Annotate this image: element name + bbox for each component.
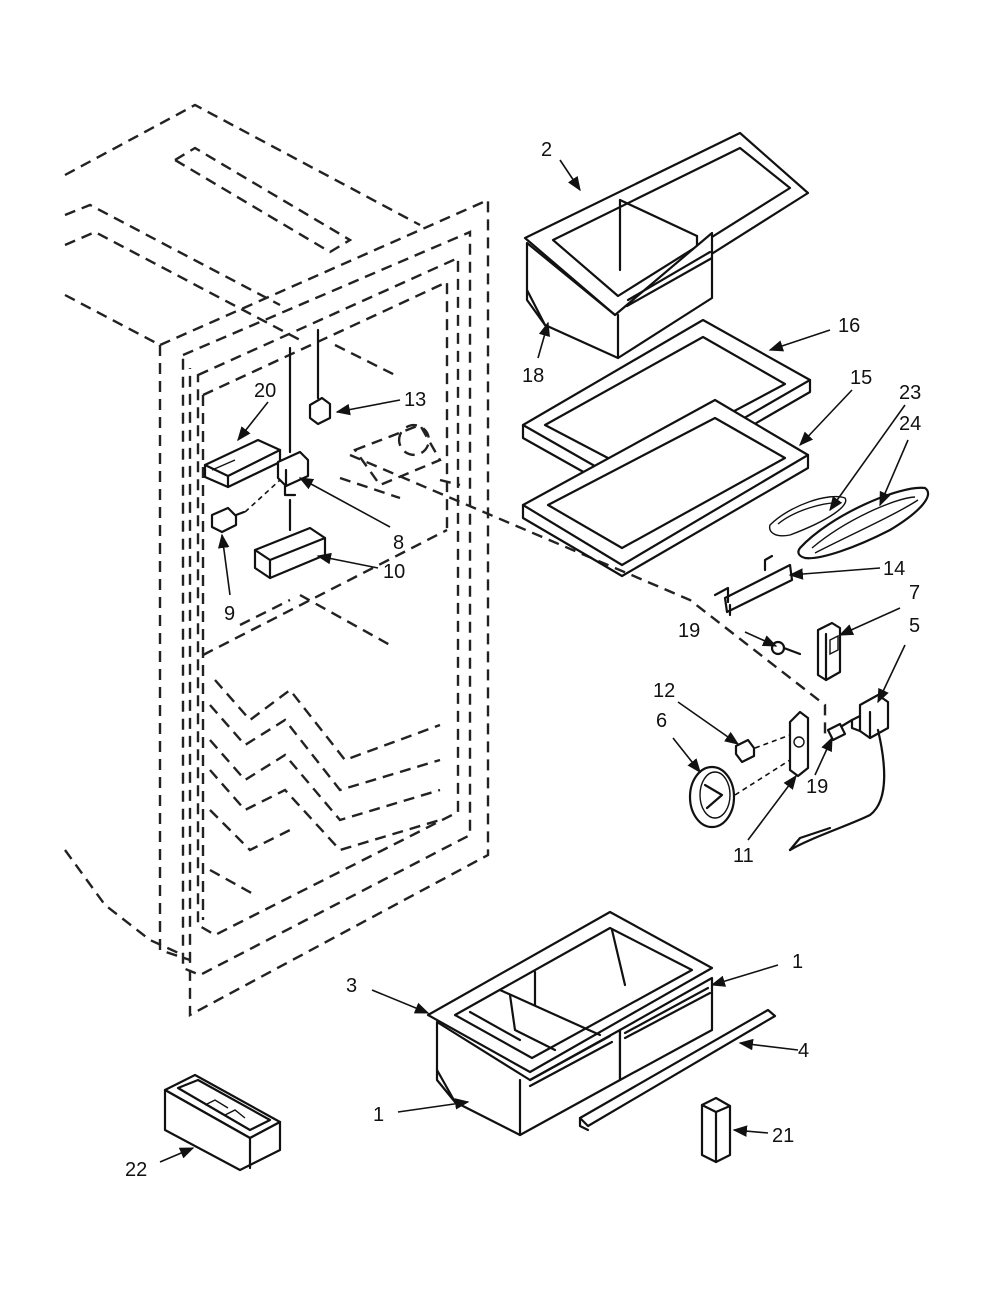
callout-7: 7: [909, 582, 920, 604]
callout-13: 13: [404, 389, 426, 411]
callout-21: 21: [772, 1125, 794, 1147]
crisper-pans-parts-1-3: [426, 910, 714, 1137]
callout-2: 2: [541, 139, 552, 161]
knob-part-6: [688, 759, 791, 829]
block-part-21: [700, 1096, 732, 1164]
callout-8: 8: [393, 532, 404, 554]
mounting-bracket-part-7: [816, 621, 842, 682]
glass-shelves-parts-15-16: [521, 318, 812, 578]
tray-part-22: [163, 1073, 282, 1172]
bracket-part-14: [713, 554, 794, 617]
cabinet-outline: [64, 103, 827, 1018]
upper-pan-part-2: [523, 131, 810, 360]
callout-23: 23: [899, 382, 921, 404]
callout-16: 16: [838, 315, 860, 337]
plate-part-11: [788, 710, 810, 778]
callout-19-upper: 19: [678, 620, 700, 642]
callout-11: 11: [733, 845, 754, 867]
callout-15: 15: [850, 367, 872, 389]
callout-14: 14: [883, 558, 905, 580]
callout-12: 12: [653, 680, 675, 702]
leader-lines: [159, 159, 909, 1163]
gaskets-parts-23-24: [768, 486, 930, 560]
callout-3: 3: [346, 975, 357, 997]
callout-24: 24: [899, 413, 921, 435]
callout-1-left-pan: 1: [373, 1104, 384, 1126]
callout-20: 20: [254, 380, 276, 402]
callout-10: 10: [383, 561, 405, 583]
callout-9: 9: [224, 603, 235, 625]
callout-19-lower: 19: [806, 776, 828, 798]
callout-5: 5: [909, 615, 920, 637]
thermostat-part-5: [788, 693, 890, 852]
callout-labels: 1 1 2 3 4 5 6 7 8 9 10 11 12 13 14 15 16…: [125, 139, 921, 1181]
callout-22: 22: [125, 1159, 147, 1181]
callout-4: 4: [798, 1040, 809, 1062]
callout-6: 6: [656, 710, 667, 732]
rail-part-4: [578, 1008, 777, 1132]
light-fixture-components: [203, 328, 332, 580]
callout-1-right-pan: 1: [792, 951, 803, 973]
nut-part-12: [734, 734, 791, 764]
callout-18: 18: [522, 365, 544, 387]
